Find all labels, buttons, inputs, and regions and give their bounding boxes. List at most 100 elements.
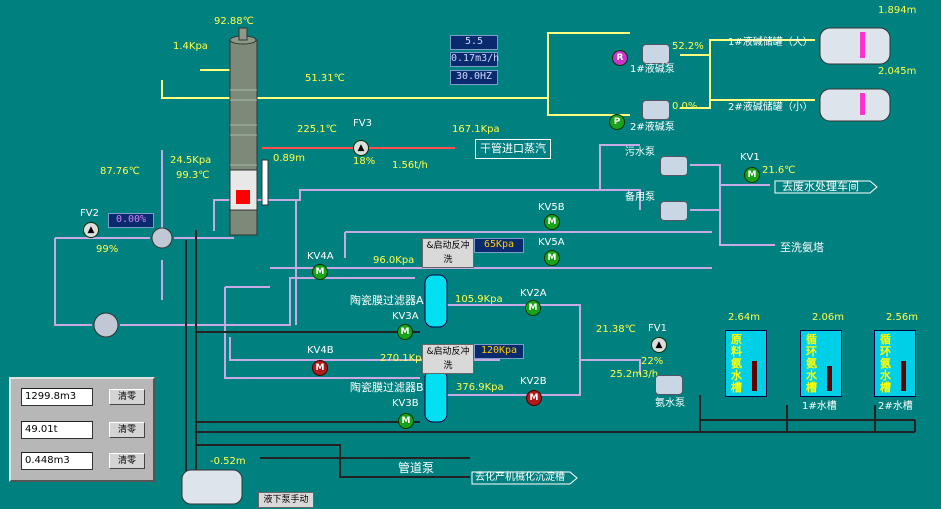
steam-inlet-label: 干管进口蒸汽	[475, 139, 551, 159]
filter-b-backwash-button[interactable]: &启动反冲洗	[422, 344, 474, 374]
kv1-valve[interactable]: M	[744, 167, 760, 183]
alkali-pump-1[interactable]	[642, 44, 670, 64]
fv2-percent: 99%	[96, 244, 119, 255]
waste-temp: 21.6℃	[762, 165, 796, 176]
fv2-value: 0.00%	[108, 213, 154, 228]
kv5a-valve[interactable]: M	[544, 250, 560, 266]
clear-small-volume-button[interactable]: 清零	[109, 453, 145, 469]
pipe-pump-label: 管道泵	[398, 461, 435, 475]
alkali-pump2-pct: 0.0%	[672, 101, 698, 112]
tank-2-caption: 2#水槽	[878, 401, 913, 412]
ammonia-pump[interactable]	[655, 375, 683, 395]
kv4a-label: KV4A	[307, 251, 334, 262]
kv5b-label: KV5B	[538, 202, 565, 213]
tank-0: 原料氨水槽	[725, 330, 767, 397]
tank-2-text: 循环氨水槽	[880, 333, 891, 394]
fv3-valve[interactable]: ▲	[353, 140, 369, 156]
kv4b-valve[interactable]: M	[312, 360, 328, 376]
alkali-pump1-pct: 52.2%	[672, 41, 704, 52]
ammonia-pct: 22%	[641, 356, 664, 367]
waste-pump-label: 污水泵	[625, 147, 655, 158]
column-lower-press: 24.5Kpa	[170, 155, 212, 166]
display-2: 0.17m3/h	[450, 52, 499, 67]
pump2-status-icon: P	[609, 114, 625, 130]
bottom-tank-level: -0.52m	[210, 456, 246, 467]
clear-volume-button[interactable]: 清零	[109, 389, 145, 405]
kv2b-valve[interactable]: M	[526, 390, 542, 406]
kv1-label: KV1	[740, 152, 760, 163]
display-3: 30.0HZ	[450, 70, 498, 85]
column-lower-temp: 99.3℃	[176, 170, 210, 181]
filter-a-backwash-value: 65Kpa	[474, 238, 524, 253]
tank-2-level-bar	[901, 361, 906, 391]
filter-a-in-press: 96.0Kpa	[373, 255, 415, 266]
filter-a-out-press: 105.9Kpa	[455, 294, 503, 305]
kv2b-label: KV2B	[520, 376, 547, 387]
tank-0-text: 原料氨水槽	[731, 333, 742, 394]
waste-dest: 去废水处理车间	[782, 180, 859, 193]
kv5b-valve[interactable]: M	[544, 214, 560, 230]
fv2-label: FV2	[80, 208, 99, 219]
pump1-status-icon: R	[612, 50, 628, 66]
steam-press: 167.1Kpa	[452, 124, 500, 135]
alkali-pump1-label: 1#液碱泵	[630, 64, 675, 75]
backup-pump-label: 备用泵	[625, 192, 655, 203]
totalizer-panel: 1299.8m3 清零 49.01t 清零 0.448m3 清零	[9, 377, 155, 482]
kv3a-valve[interactable]: M	[397, 324, 413, 340]
fv3-percent: 18%	[353, 156, 376, 167]
tank-1: 循环氨水槽	[800, 330, 842, 397]
tank-2: 循环氨水槽	[874, 330, 916, 397]
fv1-label: FV1	[648, 323, 667, 334]
fv3-label: FV3	[353, 118, 372, 129]
tank-0-level: 2.64m	[728, 312, 761, 323]
steam-level: 0.89m	[273, 153, 306, 164]
kv2a-valve[interactable]: M	[525, 300, 541, 316]
column-top-temp: 92.88℃	[214, 16, 254, 27]
ammonia-pump-label: 氨水泵	[655, 398, 685, 409]
tank-1-level: 2.06m	[812, 312, 845, 323]
tank-2-level: 2.56m	[886, 312, 919, 323]
filter-a-label: 陶瓷膜过滤器A	[350, 294, 424, 307]
fv2-valve[interactable]: ▲	[83, 222, 99, 238]
filter-a-backwash-button[interactable]: &启动反冲洗	[422, 238, 474, 268]
tank-1-level-bar	[827, 366, 832, 391]
tank-1-caption: 1#水槽	[802, 401, 837, 412]
total-mass-field: 49.01t	[21, 421, 93, 439]
kv4b-label: KV4B	[307, 345, 334, 356]
filter-b-label: 陶瓷膜过滤器B	[350, 381, 424, 394]
backup-pump[interactable]	[660, 201, 688, 221]
kv5a-label: KV5A	[538, 237, 565, 248]
fv1-valve[interactable]: ▲	[651, 337, 667, 353]
kv3b-valve[interactable]: M	[398, 413, 414, 429]
column-side-temp: 87.76℃	[100, 166, 140, 177]
filter-b-out-press: 376.9Kpa	[456, 382, 504, 393]
total-small-volume-field: 0.448m3	[21, 452, 93, 470]
settling-tank-dest: 去化产机械化沉淀槽	[475, 472, 565, 483]
kv3b-label: KV3B	[392, 398, 419, 409]
scrubber-dest: 至洗氨塔	[780, 241, 824, 254]
total-volume-field: 1299.8m3	[21, 388, 93, 406]
waste-pump[interactable]	[660, 156, 688, 176]
alkali-tank1-level: 1.894m	[878, 5, 917, 16]
display-1: 5.5	[450, 35, 498, 50]
ammonia-temp: 21.38℃	[596, 324, 636, 335]
submersible-pump-mode-button[interactable]: 液下泵手动	[258, 492, 314, 508]
tank-0-level-bar	[752, 361, 757, 391]
filter-b-backwash-value: 120Kpa	[474, 344, 524, 359]
tank-1-text: 循环氨水槽	[806, 333, 817, 394]
alkali-tank1-label: 1#液碱储罐（大）	[728, 37, 813, 48]
clear-mass-button[interactable]: 清零	[109, 422, 145, 438]
steam-flow: 1.56t/h	[392, 160, 428, 171]
steam-temp: 225.1℃	[297, 124, 337, 135]
kv3a-label: KV3A	[392, 311, 419, 322]
alkali-tank2-label: 2#液碱储罐（小）	[728, 102, 813, 113]
kv4a-valve[interactable]: M	[312, 264, 328, 280]
ammonia-flow: 25.2m3/h	[610, 369, 659, 380]
alkali-pump2-label: 2#液碱泵	[630, 122, 675, 133]
alkali-pump-2[interactable]	[642, 100, 670, 120]
kv2a-label: KV2A	[520, 288, 547, 299]
alkali-tank2-level: 2.045m	[878, 66, 917, 77]
column-top-press: 1.4Kpa	[173, 41, 208, 52]
